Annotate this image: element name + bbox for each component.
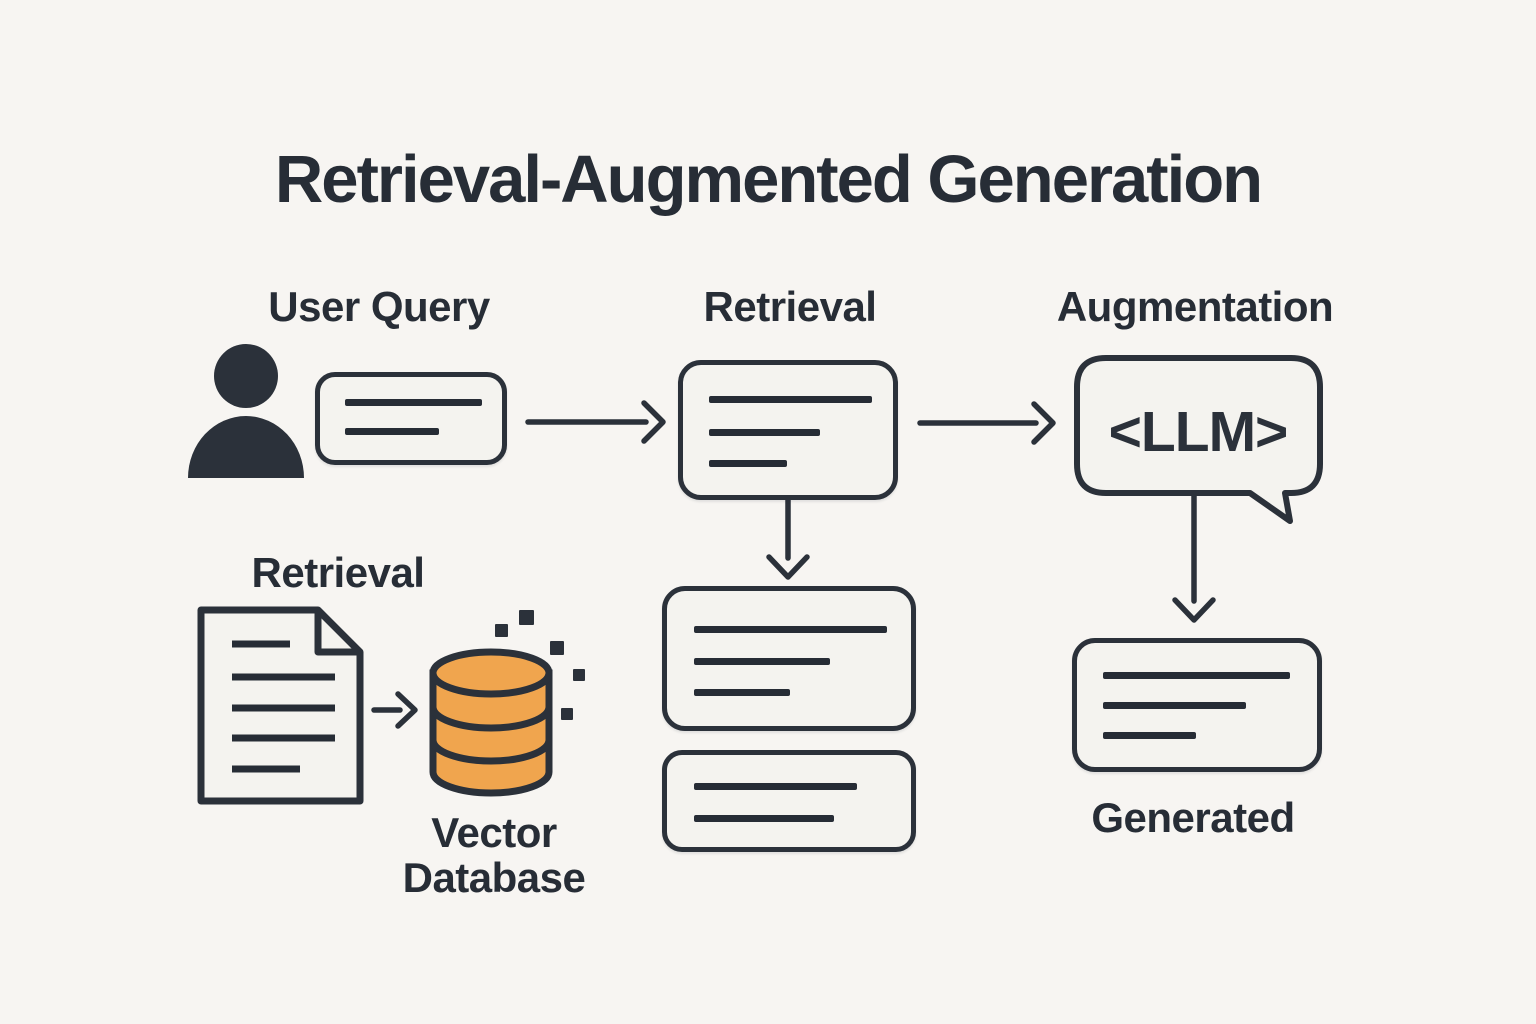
data-bits-icon [495,610,585,720]
retrieval-box [678,360,898,500]
retrieved-chunk-box-2 [662,750,916,852]
vector-database-label-line1: Vector [431,809,557,856]
generated-box [1072,638,1322,772]
retrieved-chunk-box-1 [662,586,916,731]
augmentation-label: Augmentation [1056,283,1334,330]
text-line [1103,702,1246,709]
text-line [1103,672,1290,679]
user-icon [188,344,304,478]
arrow-down-icon [766,494,810,580]
user-query-label: User Query [268,283,490,330]
text-line [694,626,887,633]
text-line [345,428,439,435]
text-line [709,460,787,467]
document-icon [197,606,364,805]
database-icon [429,648,553,797]
llm-label: <LLM> [1108,400,1289,464]
user-query-box [315,372,507,465]
text-line [694,815,834,822]
text-line [694,689,790,696]
retrieval-top-label: Retrieval [703,283,877,330]
text-line [1103,732,1196,739]
text-line [709,396,872,403]
arrow-right-icon [371,691,418,729]
text-line [709,429,820,436]
arrow-right-icon [917,401,1056,445]
generated-label: Generated [1091,794,1295,841]
page-title: Retrieval-Augmented Generation [274,142,1263,217]
vector-database-label-line2: Database [402,854,586,901]
text-line [694,658,830,665]
retrieval-bottom-label: Retrieval [251,549,425,596]
arrow-right-icon [525,400,666,444]
vector-database-label: Vector Database [403,810,586,900]
speech-bubble-icon [1074,355,1323,524]
arrow-down-icon [1172,492,1216,623]
text-line [345,399,482,406]
text-line [694,783,857,790]
